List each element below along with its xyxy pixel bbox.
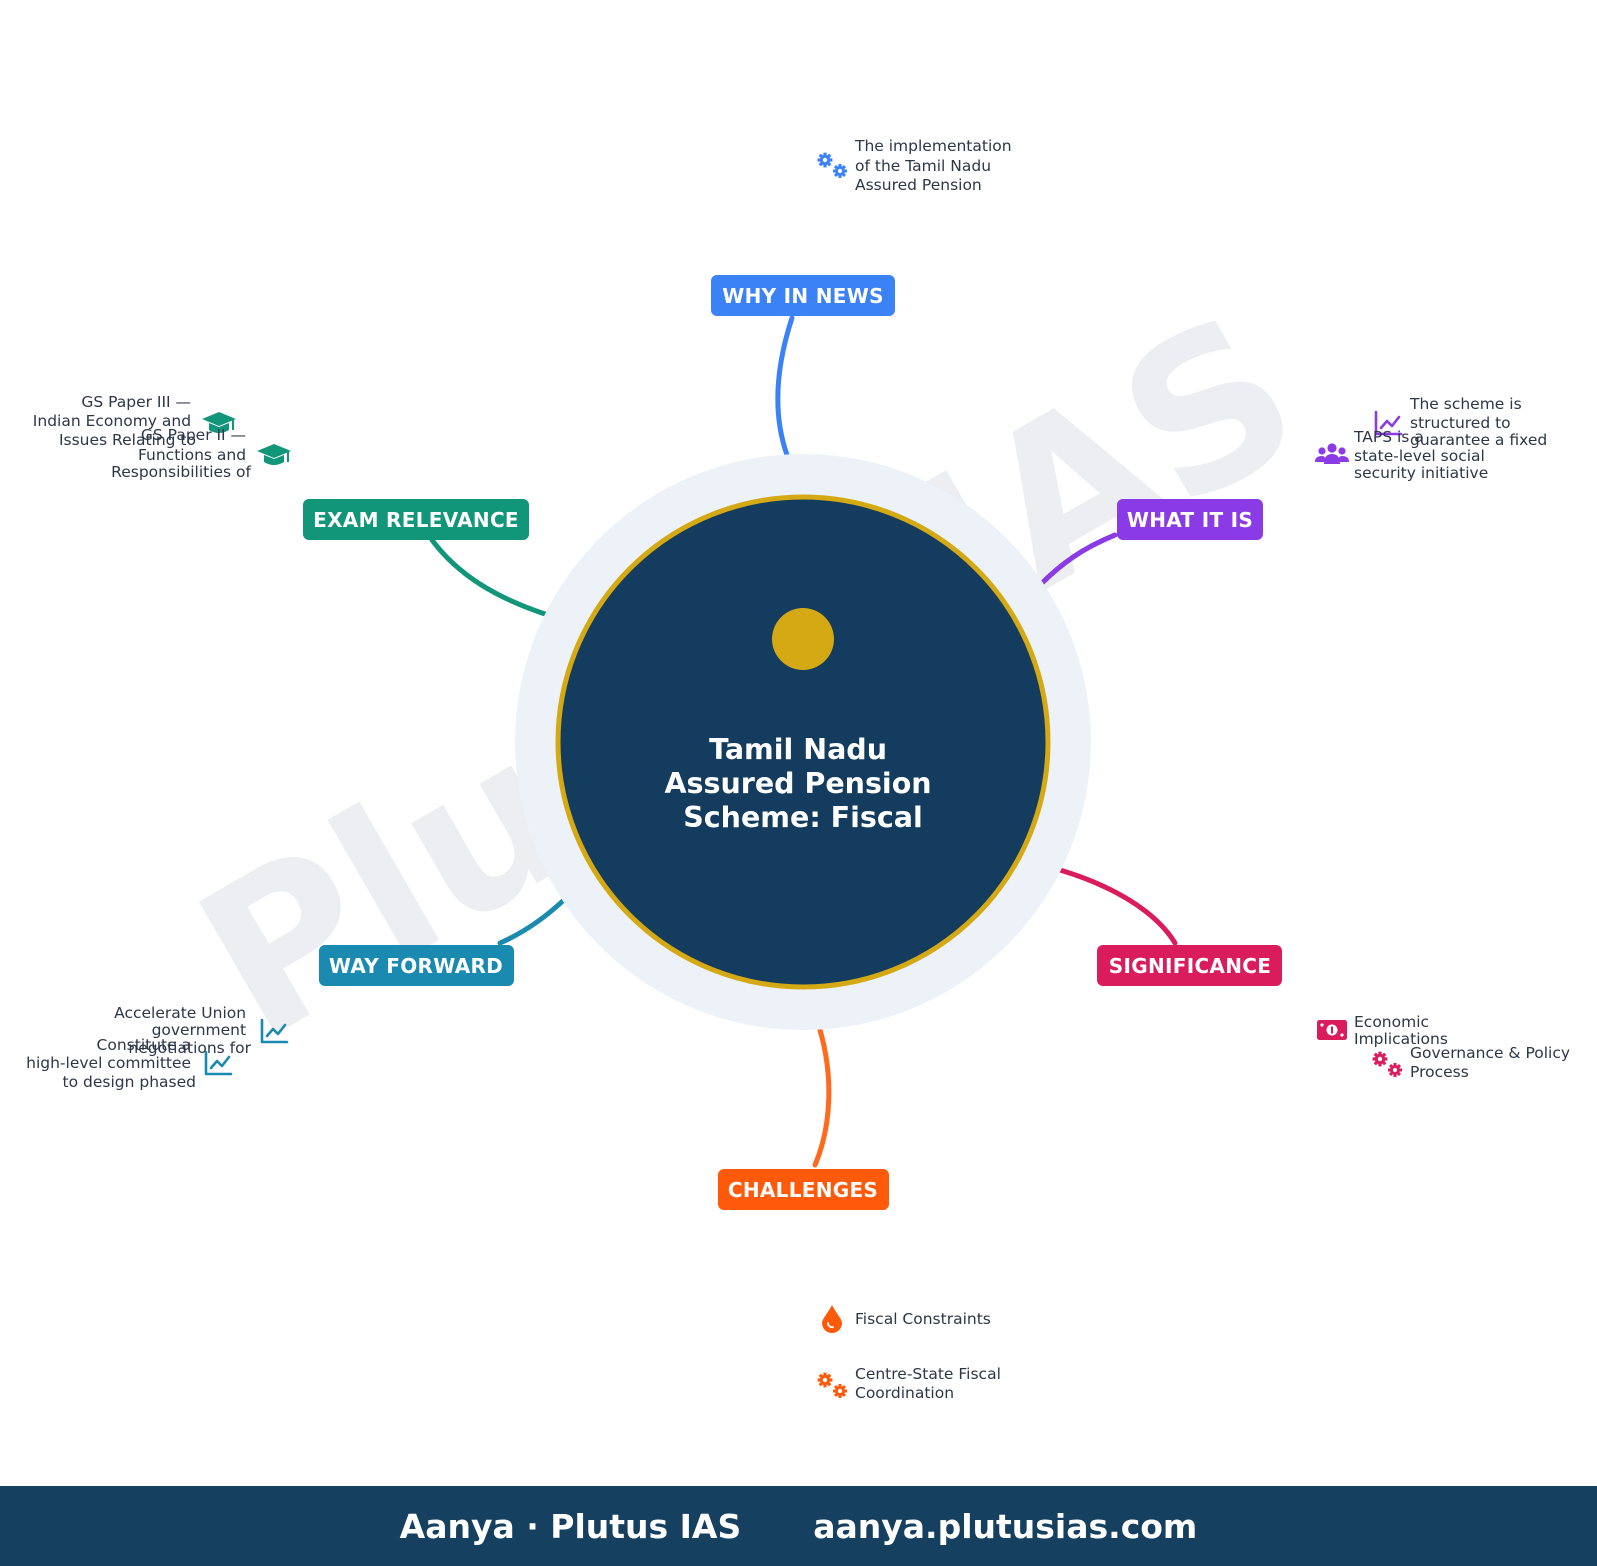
center-node: Tamil Nadu Assured Pension Scheme: Fisca… — [515, 454, 1091, 1030]
leaf-challenges-1: Fiscal Constraints — [821, 1304, 991, 1334]
money-bill-icon — [1317, 1020, 1347, 1040]
branch-why-in-news[interactable]: WHY IN NEWS — [711, 275, 895, 316]
center-circle — [555, 494, 1051, 990]
branch-label: EXAM RELEVANCE — [313, 508, 519, 532]
branch-label: WHAT IT IS — [1127, 508, 1253, 532]
leaf-text: The implementation of the Tamil Nadu Ass… — [854, 137, 1017, 194]
branch-label-box — [319, 945, 514, 986]
leaf-way-forward-1: Accelerate Union government negotiations… — [114, 1004, 289, 1057]
leaf-text: Fiscal Constraints — [855, 1310, 991, 1328]
branch-way-forward[interactable]: WAY FORWARD — [319, 945, 514, 986]
connector-significance — [1057, 867, 1178, 946]
branch-what-it-is[interactable]: WHAT IT IS — [1117, 499, 1263, 540]
droplet-icon — [821, 1304, 843, 1334]
leaf-exam-relevance-2: GS Paper II — Functions and Responsibili… — [111, 426, 292, 481]
leaf-what-it-is-1: The scheme is structured to guarantee a … — [1374, 395, 1547, 449]
mind-map: Plutus IAS Tamil Nadu Assured Pension Sc… — [26, 137, 1575, 1402]
gears-icon — [818, 153, 847, 178]
gears-icon — [818, 1373, 847, 1398]
footer-url[interactable]: aanya.plutusias.com — [813, 1506, 1198, 1546]
center-dot — [772, 608, 834, 670]
graduation-cap-icon — [256, 443, 292, 466]
leaf-text: GS Paper III — Indian Economy and Issues… — [33, 393, 196, 449]
branch-label: CHALLENGES — [728, 1178, 878, 1202]
branch-label: WAY FORWARD — [329, 954, 503, 978]
branch-label-box — [718, 1169, 889, 1210]
branch-significance[interactable]: SIGNIFICANCE — [1097, 945, 1282, 986]
leaf-text: The scheme is structured to guarantee a … — [1409, 395, 1547, 449]
users-icon — [1315, 443, 1349, 464]
leaf-text: Economic Implications — [1354, 1013, 1448, 1048]
center-title: Tamil Nadu Assured Pension Scheme: Fisca… — [664, 733, 941, 834]
connector-what-it-is — [1037, 532, 1118, 588]
leaf-text: TAPS is a state-level social security in… — [1353, 428, 1490, 482]
leaf-significance-2: Governance & Policy Process — [1373, 1044, 1575, 1081]
leaf-way-forward-2: Constitute a high-level committee to des… — [26, 1036, 233, 1091]
branch-label-box — [711, 275, 895, 316]
branch-label-box — [1097, 945, 1282, 986]
leaf-text: Accelerate Union government negotiations… — [114, 1004, 252, 1057]
branch-label-box — [1117, 499, 1263, 540]
footer-brand: Aanya · Plutus IAS — [399, 1506, 742, 1546]
leaf-significance-1: Economic Implications — [1317, 1013, 1448, 1048]
branch-exam-relevance[interactable]: EXAM RELEVANCE — [303, 499, 529, 540]
branch-challenges[interactable]: CHALLENGES — [718, 1169, 889, 1210]
branch-label: WHY IN NEWS — [722, 284, 884, 308]
leaf-text: Governance & Policy Process — [1410, 1044, 1575, 1081]
leaf-text: GS Paper II — Functions and Responsibili… — [111, 426, 251, 481]
connector-why-in-news — [775, 315, 795, 458]
footer-bar: Aanya · Plutus IAS aanya.plutusias.com — [0, 1486, 1597, 1566]
connector-challenges — [812, 1027, 832, 1168]
leaf-challenges-2: Centre-State Fiscal Coordination — [818, 1365, 1006, 1402]
leaf-what-it-is-2: TAPS is a state-level social security in… — [1315, 428, 1490, 482]
branch-label-box — [303, 499, 529, 540]
leaf-why-in-news-1: The implementation of the Tamil Nadu Ass… — [818, 137, 1017, 194]
gears-icon — [1373, 1052, 1402, 1077]
connector-exam-relevance — [429, 537, 551, 618]
connector-way-forward — [497, 895, 569, 946]
leaf-text: Constitute a high-level committee to des… — [26, 1036, 196, 1091]
leaf-exam-relevance-1: GS Paper III — Indian Economy and Issues… — [33, 393, 237, 449]
branch-label: SIGNIFICANCE — [1109, 954, 1271, 978]
leaf-text: Centre-State Fiscal Coordination — [855, 1365, 1006, 1402]
